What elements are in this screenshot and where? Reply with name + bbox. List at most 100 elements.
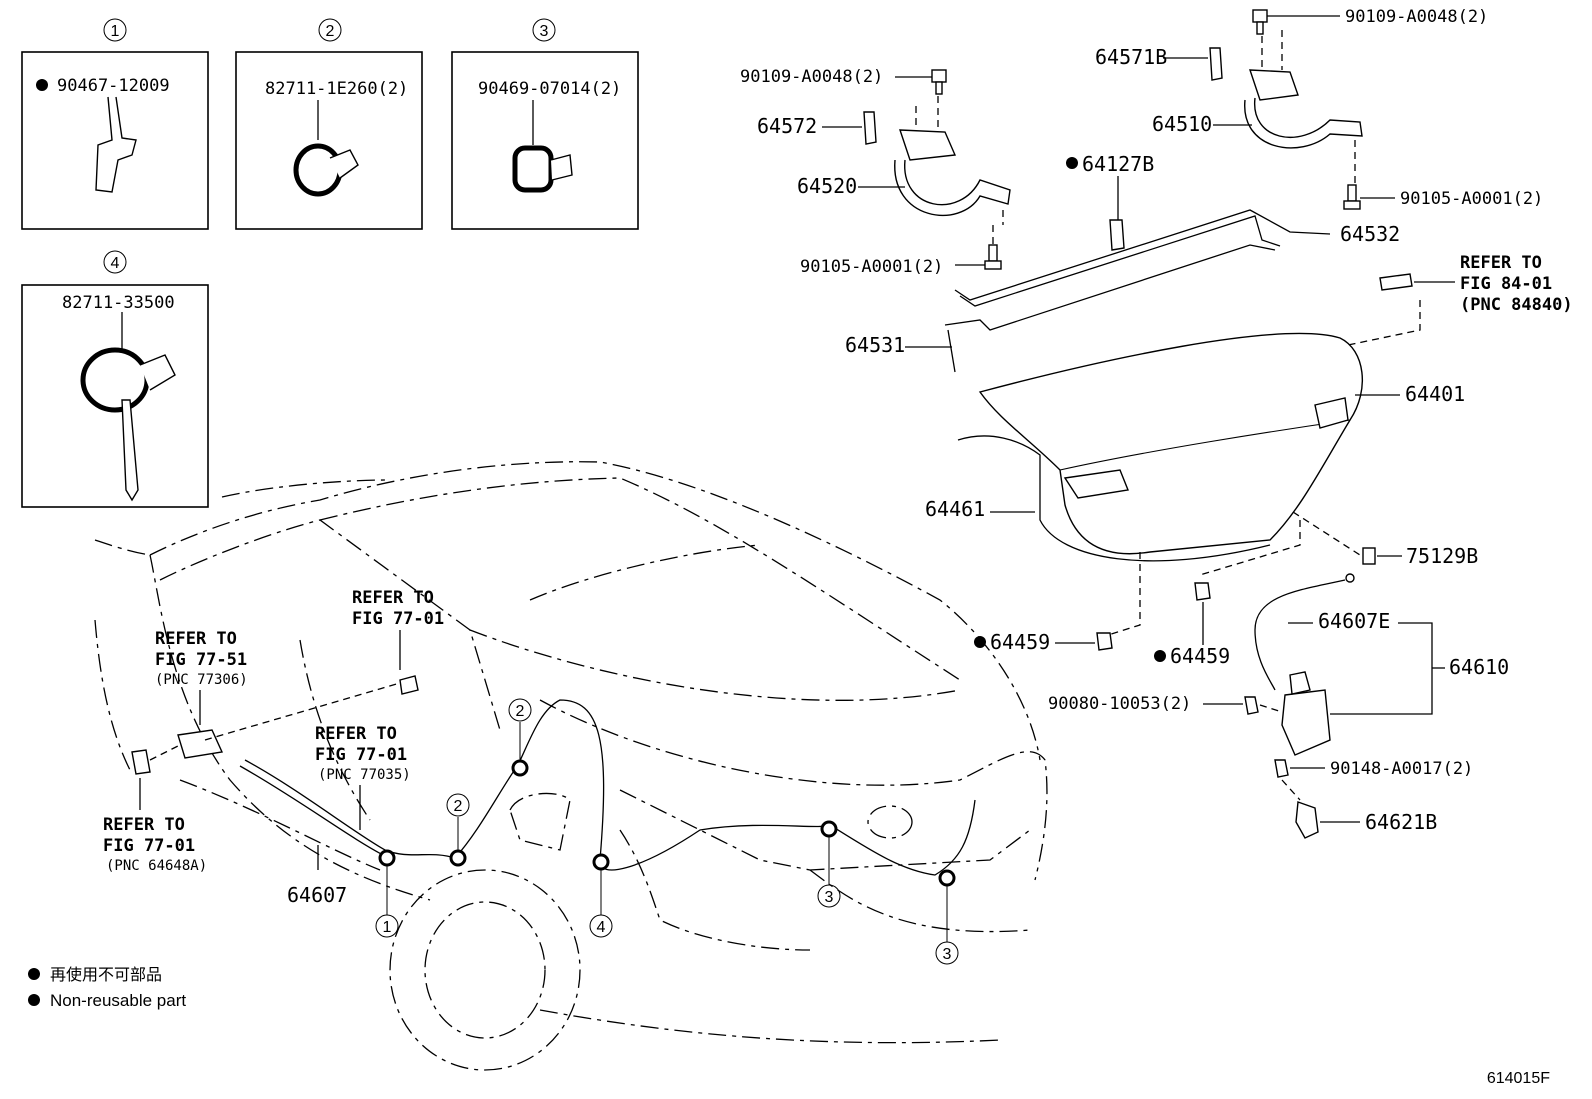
clamp-number-circle: [589, 914, 613, 938]
callout-64621b: 64621B: [1365, 810, 1437, 834]
torsion-bar-upper: [954, 209, 1331, 301]
inset-4-number: 4: [111, 255, 120, 272]
callout-64531: 64531: [845, 333, 905, 357]
guide-dash: [1259, 704, 1283, 713]
striker-icon: [1295, 801, 1319, 839]
cable-end-icon: [1345, 573, 1355, 583]
legend-dot-icon: [28, 968, 40, 980]
legend-dot-icon: [28, 994, 40, 1006]
cushion-icon: [1096, 632, 1113, 651]
clamp-number-circle: [935, 941, 959, 965]
lock-lever-icon: [1289, 671, 1311, 695]
weatherstrip: [957, 435, 1271, 562]
callout-75129b: 75129B: [1406, 544, 1478, 568]
bolt-icon: [1274, 759, 1289, 778]
handle-icon: [399, 675, 419, 695]
guide-dash: [1199, 520, 1301, 576]
clamp-tab-icon: [139, 354, 176, 391]
callout-90080: 90080-10053(2): [1048, 694, 1191, 714]
callout-64461: 64461: [925, 497, 985, 521]
clamp-number-circle: [508, 698, 532, 722]
callout-64607: 64607: [287, 883, 347, 907]
refer-fig7701a-line1: REFER TO: [352, 588, 434, 608]
clamp-number: 4: [597, 919, 606, 936]
clamp-number: 3: [825, 889, 834, 906]
hinge-bolt-top-right: [1252, 9, 1340, 35]
inset-2-number: 2: [326, 23, 335, 40]
clamp-number: 2: [516, 703, 525, 720]
legend-japanese: 再使用不可部品: [50, 966, 162, 984]
clamp-marker: [449, 849, 467, 867]
non-reusable-dot-icon: [36, 79, 48, 91]
inset-2: 2 82711-1E260(2): [235, 18, 423, 230]
callout-90109-right: 90109-A0048(2): [1345, 7, 1488, 27]
tie-strap-icon: [121, 399, 139, 502]
inset-1-part-number: 90467-12009: [57, 76, 170, 96]
non-reusable-dot-icon: [974, 636, 986, 648]
refer-fig7751-line1: REFER TO: [155, 629, 237, 649]
torsion-bar-lower: [944, 244, 1276, 331]
callout-64510: 64510: [1152, 112, 1212, 136]
hinge-bracket-left: [899, 129, 957, 161]
trunk-lid-lamp-left: [1063, 469, 1129, 499]
cushion-icon: [1194, 582, 1211, 601]
callout-90105-left: 90105-A0001(2): [800, 257, 943, 277]
inset-2-number-circle: [318, 18, 342, 42]
refer-fig7701c-line3: (PNC 64648A): [106, 858, 207, 874]
guide-dash: [1281, 779, 1301, 801]
clamp-tab-icon: [550, 154, 573, 181]
guide-dash: [149, 744, 181, 761]
clamp-marker: [378, 849, 396, 867]
callout-64459-right: 64459: [1170, 644, 1230, 668]
refer-fig84-line1: REFER TO: [1460, 253, 1542, 273]
callout-64401: 64401: [1405, 382, 1465, 406]
callout-64459-left: 64459: [990, 630, 1050, 654]
refer-fig7701b-line1: REFER TO: [315, 724, 397, 744]
opener-icon: [131, 749, 151, 775]
refer-fig7751-line2: FIG 77-51: [155, 650, 247, 670]
plug-icon: [1362, 547, 1376, 565]
refer-fig7701c-line2: FIG 77-01: [103, 836, 195, 856]
clamp-number-circle: [446, 793, 470, 817]
inset-3: 3 90469-07014(2): [451, 18, 639, 230]
inset-3-part-number: 90469-07014(2): [478, 79, 621, 99]
guide-dash: [204, 682, 401, 741]
callout-64532: 64532: [1340, 222, 1400, 246]
bumper-icon: [1109, 219, 1125, 251]
trunk-lid: [978, 332, 1363, 555]
callout-90109-left: 90109-A0048(2): [740, 67, 883, 87]
torsion-bar-end: [947, 329, 956, 373]
inset-2-part-number: 82711-1E260(2): [265, 79, 408, 99]
clamp-tab-icon: [329, 149, 359, 179]
hinge-bolt-bottom-right: [1343, 184, 1395, 210]
inset-4-part-number: 82711-33500: [62, 293, 175, 313]
non-reusable-dot-icon: [1066, 157, 1078, 169]
clip-icon: [95, 96, 137, 193]
callout-64571b: 64571B: [1095, 45, 1167, 69]
license-lamp-icon: [1379, 273, 1413, 291]
band-clamp-icon: [80, 347, 150, 413]
refer-fig84-line2: FIG 84-01: [1460, 274, 1552, 294]
hinge-stopper-icon: [863, 111, 877, 145]
trunk-lock-icon: [1281, 689, 1331, 756]
callout-90105-right: 90105-A0001(2): [1400, 189, 1543, 209]
clamp-number-circle: [817, 884, 841, 908]
figure-id: 614015F: [1487, 1070, 1550, 1087]
clamp-icon: [512, 145, 554, 193]
inset-2-box: [235, 51, 423, 230]
inset-4: 4 82711-33500: [21, 250, 209, 508]
hinge-arm-left: [894, 159, 1011, 217]
clamp-icon: [293, 143, 343, 197]
legend-english: Non-reusable part: [50, 991, 186, 1010]
callout-64607e: 64607E: [1318, 609, 1390, 633]
inset-3-number: 3: [540, 23, 549, 40]
refer-fig7701b-line2: FIG 77-01: [315, 745, 407, 765]
refer-fig7751-line3: (PNC 77306): [155, 672, 248, 688]
inset-3-number-circle: [532, 18, 556, 42]
bracket-line: [1330, 622, 1433, 715]
clamp-number: 1: [383, 919, 392, 936]
release-cable-2: [239, 765, 386, 857]
clamp-marker: [592, 853, 610, 871]
guide-dash: [1107, 552, 1141, 636]
